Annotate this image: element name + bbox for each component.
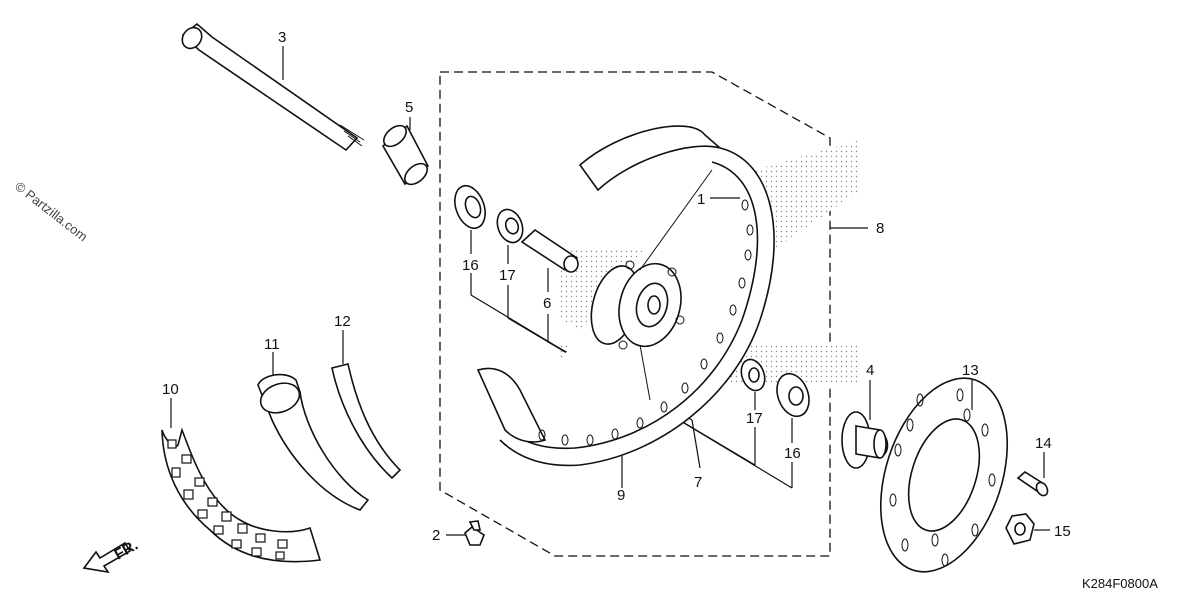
rim-band — [331, 363, 402, 480]
callout-14[interactable]: 14 — [1035, 435, 1052, 452]
front-direction-arrow — [82, 541, 132, 574]
callout-17-left[interactable]: 17 — [499, 267, 516, 284]
valve-cap — [464, 520, 485, 546]
bolt — [1016, 471, 1049, 497]
callout-17-right[interactable]: 17 — [746, 410, 763, 427]
bearing-right — [740, 358, 766, 392]
collar — [381, 124, 430, 186]
callout-6[interactable]: 6 — [543, 295, 551, 312]
nut — [1005, 513, 1035, 545]
side-collar — [841, 411, 889, 469]
tire — [161, 427, 322, 563]
inner-tube — [257, 373, 370, 511]
wheel-hub — [590, 169, 713, 401]
callout-1[interactable]: 1 — [697, 191, 705, 208]
brake-disc — [879, 377, 1009, 573]
callout-9[interactable]: 9 — [617, 487, 625, 504]
callout-8[interactable]: 8 — [876, 220, 884, 237]
callout-11[interactable]: 11 — [264, 336, 280, 353]
callout-16-left[interactable]: 16 — [462, 257, 479, 274]
distance-collar — [520, 228, 579, 273]
dust-seal-right — [776, 372, 810, 418]
callout-2[interactable]: 2 — [432, 527, 440, 544]
axle — [181, 22, 365, 152]
diagram-code: K284F0800A — [1082, 576, 1158, 591]
callout-13[interactable]: 13 — [962, 362, 979, 379]
bearing-left — [496, 208, 524, 244]
callout-3[interactable]: 3 — [278, 29, 286, 46]
callout-5[interactable]: 5 — [405, 99, 413, 116]
callout-12[interactable]: 12 — [334, 313, 351, 330]
dust-seal-left — [454, 184, 486, 230]
watermark: © Partzilla.com — [12, 179, 90, 245]
callout-4[interactable]: 4 — [866, 362, 874, 379]
callout-15[interactable]: 15 — [1054, 523, 1071, 540]
callout-10[interactable]: 10 — [162, 381, 179, 398]
callout-7[interactable]: 7 — [694, 474, 702, 491]
callout-16-right[interactable]: 16 — [784, 445, 801, 462]
wheel-assembly-boundary — [439, 71, 831, 557]
